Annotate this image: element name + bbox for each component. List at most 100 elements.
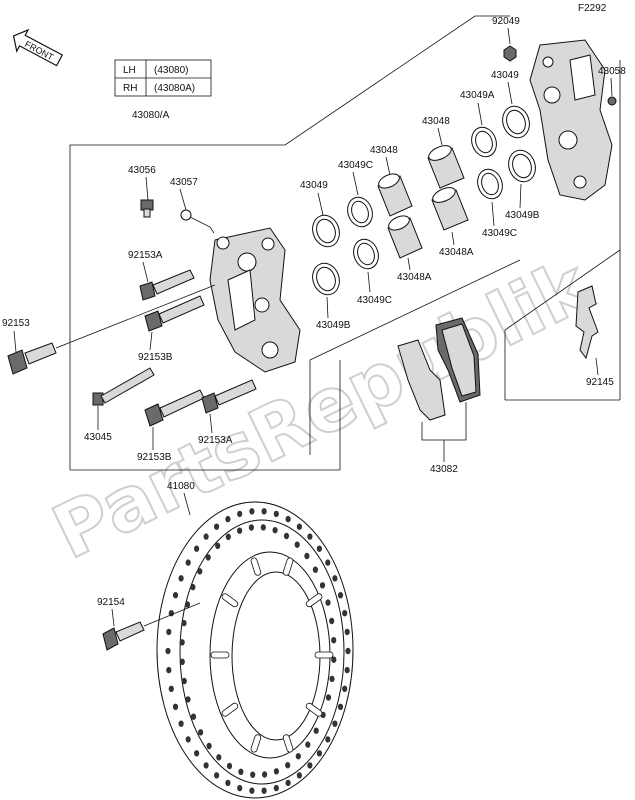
disc-hole [206, 742, 212, 750]
disc-hole [331, 656, 337, 663]
disc-hole [185, 559, 191, 566]
disc-hole [168, 685, 174, 692]
disc-hole [331, 637, 337, 644]
disc-slot [314, 651, 334, 659]
disc-hole [325, 599, 331, 606]
side-row-lh-code: (43080) [154, 65, 188, 76]
disc-hole [345, 647, 351, 655]
label-92145: 92145 [586, 377, 614, 388]
disc-carrier-slots [210, 557, 334, 753]
seal-43049c-left-icon [347, 196, 373, 228]
label-43048-left: 43048 [370, 145, 398, 156]
label-43049b-left: 43049B [316, 320, 351, 331]
disc-hole [225, 533, 231, 540]
disc-hole [329, 617, 335, 625]
label-92153: 92153 [2, 318, 30, 329]
label-43049c-left: 43049C [338, 160, 373, 171]
disc-hole [184, 601, 191, 608]
disc-hole [216, 754, 222, 761]
disc-hole [344, 628, 350, 636]
disc-hole [316, 750, 322, 757]
disc-hole [249, 508, 255, 515]
label-92153b-mid: 92153B [138, 352, 173, 363]
disc-hole [305, 741, 311, 748]
disc-hole [185, 696, 191, 703]
disc-hole [312, 566, 318, 573]
brake-pads-icon [397, 317, 481, 421]
disc-slot [250, 557, 262, 576]
disc-hole [296, 772, 302, 779]
label-92049: 92049 [492, 16, 520, 27]
bolt-92153-icon [7, 342, 57, 375]
seal-43049c-mid-icon [353, 238, 379, 270]
disc-hole [344, 666, 350, 674]
caliper-body-right-icon [529, 39, 613, 201]
label-43049a-right: 43049A [460, 90, 495, 101]
label-92154: 92154 [97, 597, 125, 608]
disc-hole [285, 515, 291, 523]
disc-hole [273, 784, 279, 792]
disc-hole [325, 559, 331, 566]
disc-hole [272, 527, 278, 534]
page-code: F2292 [578, 3, 607, 14]
label-43056: 43056 [128, 165, 156, 176]
disc-hole [273, 768, 279, 775]
disc-hole [190, 713, 197, 720]
disc-hole [166, 666, 172, 674]
disc-hole [179, 658, 185, 665]
disc-hole [237, 510, 243, 518]
disc-hole [262, 771, 268, 778]
disc-hole [260, 524, 266, 531]
disc-hole [226, 762, 233, 770]
disc-hole [249, 787, 255, 794]
disc-hole [194, 545, 200, 552]
disc-hole [342, 610, 348, 617]
disc-slot [282, 557, 294, 576]
plug-43058-icon [607, 96, 617, 106]
label-43048a-left: 43048A [397, 272, 432, 283]
nut-92049-icon [503, 45, 517, 62]
disc-hole [168, 610, 174, 617]
bolt-92153a-top-icon [139, 269, 195, 301]
disc-hole [342, 685, 348, 692]
disc-hole [185, 736, 191, 743]
label-43082: 43082 [430, 464, 458, 475]
disc-hole [190, 583, 196, 591]
disc-hole [283, 532, 290, 540]
disc-hole [178, 720, 184, 727]
bolt-92153b-mid-icon [144, 295, 205, 332]
label-43048a-right: 43048A [439, 247, 474, 258]
label-43058: 43058 [598, 66, 626, 77]
disc-hole [203, 533, 209, 540]
disc-hole [214, 772, 220, 779]
disc-hole [237, 784, 243, 792]
disc-hole [194, 750, 200, 757]
label-43080-a: 43080/A [132, 110, 170, 121]
disc-slot [305, 593, 323, 608]
disc-vent-holes [165, 508, 351, 794]
front-arrow-icon: FRONT [12, 28, 64, 67]
label-41080: 41080 [167, 481, 195, 492]
slide-pin-icon [92, 367, 155, 406]
disc-hole [337, 592, 344, 599]
label-43049-left: 43049 [300, 180, 328, 191]
label-43045: 43045 [84, 432, 112, 443]
disc-hole [273, 510, 279, 518]
disc-hole [181, 619, 187, 627]
bolt-92153a-bot-icon [201, 379, 257, 414]
label-43057: 43057 [170, 177, 198, 188]
disc-hole [248, 524, 254, 531]
disc-hole [225, 515, 231, 523]
disc-hole [325, 736, 331, 743]
disc-hole [250, 771, 256, 778]
disc-hole [225, 779, 231, 787]
label-43049c-right: 43049C [482, 228, 517, 239]
disc-slot [221, 702, 239, 717]
disc-slot [305, 702, 323, 717]
disc-hole [214, 523, 220, 530]
label-43048-right: 43048 [422, 116, 450, 127]
pad-spring-icon [575, 285, 599, 360]
disc-hole [294, 541, 300, 548]
bolt-92153b-bot-icon [144, 389, 205, 427]
